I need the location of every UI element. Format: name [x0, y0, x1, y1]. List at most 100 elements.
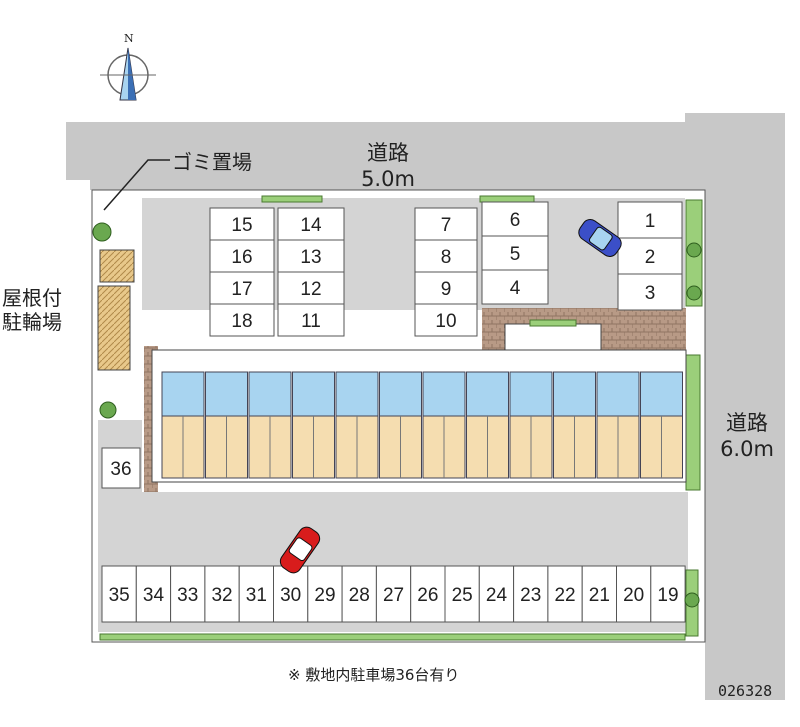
parking-stall-7: 7 [414, 207, 478, 241]
parking-stall-3: 3 [617, 273, 683, 311]
apartment-unit [379, 371, 422, 479]
stall-number: 5 [510, 244, 521, 265]
hedge-bottom [99, 633, 686, 641]
stall-number: 26 [417, 585, 438, 606]
parking-stall-20: 20 [616, 565, 652, 623]
parking-stall-22: 22 [547, 565, 583, 623]
parking-stall-14: 14 [277, 207, 345, 241]
parking-stall-9: 9 [414, 271, 478, 305]
stair-hedge [529, 319, 577, 327]
stall-number: 3 [645, 283, 656, 304]
garbage-label: ゴミ置場 [172, 150, 252, 174]
road-right-width: 6.0m [720, 437, 774, 462]
stall-number: 22 [554, 585, 575, 606]
stall-number: 1 [645, 211, 656, 232]
garbage-area [99, 249, 135, 283]
parking-stall-35: 35 [101, 565, 137, 623]
parking-stall-4: 4 [481, 269, 549, 305]
parking-stall-1: 1 [617, 201, 683, 239]
stall-number: 2 [645, 247, 656, 268]
stall-number: 15 [231, 215, 252, 236]
compass-icon: N [100, 32, 156, 101]
tree-1 [92, 222, 112, 242]
parking-stall-11: 11 [277, 303, 345, 337]
tree-2 [99, 401, 117, 419]
stall-number: 23 [520, 585, 541, 606]
stall-number: 29 [314, 585, 335, 606]
garbage-leader [103, 159, 170, 211]
stall-number: 17 [231, 279, 252, 300]
apartment-unit [553, 371, 596, 479]
parking-stall-26: 26 [410, 565, 446, 623]
hedge-right-2 [685, 354, 701, 491]
stall-number: 11 [301, 311, 321, 332]
footer-code: 026328 [718, 682, 773, 700]
apartment-units [161, 371, 683, 479]
hedge-top-left [261, 195, 323, 203]
stall-number: 21 [589, 585, 610, 606]
road-top-name: 道路 [367, 141, 409, 165]
stall-number: 12 [300, 279, 321, 300]
stall-number: 6 [510, 210, 521, 231]
parking-stall-31: 31 [238, 565, 274, 623]
stall-number: 28 [349, 585, 370, 606]
parking-stall-27: 27 [375, 565, 412, 623]
apartment-unit [640, 371, 683, 479]
road-right-area [685, 113, 785, 700]
parking-stall-34: 34 [135, 565, 172, 623]
tree-4 [686, 285, 702, 301]
parking-stall-2: 2 [617, 237, 683, 275]
parking-stall-19: 19 [650, 565, 686, 623]
stall-number: 27 [383, 585, 404, 606]
parking-stall-17: 17 [209, 271, 275, 305]
stall-number: 18 [231, 311, 252, 332]
stall-number: 34 [143, 585, 165, 606]
tree-3 [686, 242, 702, 258]
apartment-unit [509, 371, 553, 479]
road-right-name: 道路 [726, 411, 768, 435]
stall-number: 4 [510, 278, 521, 299]
apartment-unit [205, 371, 248, 479]
parking-stall-23: 23 [513, 565, 549, 623]
stall-number: 36 [110, 459, 131, 480]
parking-stall-29: 29 [307, 565, 343, 623]
red-car-icon [279, 526, 321, 574]
parking-stall-24: 24 [478, 565, 515, 623]
road-right-label: 道路 6.0m [712, 410, 782, 463]
stall-number: 16 [231, 247, 252, 268]
stall-number: 14 [300, 215, 322, 236]
stall-number: 33 [177, 585, 198, 606]
bicycle-label-line2: 駐輪場 [2, 310, 62, 334]
hedge-top-mid [479, 195, 535, 203]
footer-note: ※ 敷地内駐車場36台有り [288, 666, 460, 684]
parking-stall-8: 8 [414, 239, 478, 273]
stall-number: 7 [441, 215, 452, 236]
stall-number: 32 [211, 585, 232, 606]
road-top-width: 5.0m [361, 167, 415, 192]
stall-number: 20 [623, 585, 644, 606]
apartment-unit [161, 371, 205, 479]
blue-car-icon [578, 219, 622, 257]
parking-stall-12: 12 [277, 271, 345, 305]
apartment-unit [466, 371, 509, 479]
stall-number: 31 [246, 585, 267, 606]
road-top-label: 道路 5.0m [348, 140, 428, 193]
stall-number: 9 [441, 279, 452, 300]
parking-stall-36: 36 [101, 447, 141, 489]
parking-stall-6: 6 [481, 201, 549, 237]
apartment-unit [335, 371, 379, 479]
apartment-unit [248, 371, 292, 479]
stall-number: 24 [486, 585, 508, 606]
parking-stall-10: 10 [414, 303, 478, 337]
bicycle-label: 屋根付 駐輪場 [2, 286, 62, 334]
apartment-unit [422, 371, 466, 479]
apartment-unit [596, 371, 640, 479]
parking-stall-16: 16 [209, 239, 275, 273]
stall-number: 30 [280, 585, 301, 606]
parking-stall-25: 25 [444, 565, 480, 623]
parking-stall-33: 33 [170, 565, 206, 623]
parking-stall-13: 13 [277, 239, 345, 273]
parking-stall-15: 15 [209, 207, 275, 241]
